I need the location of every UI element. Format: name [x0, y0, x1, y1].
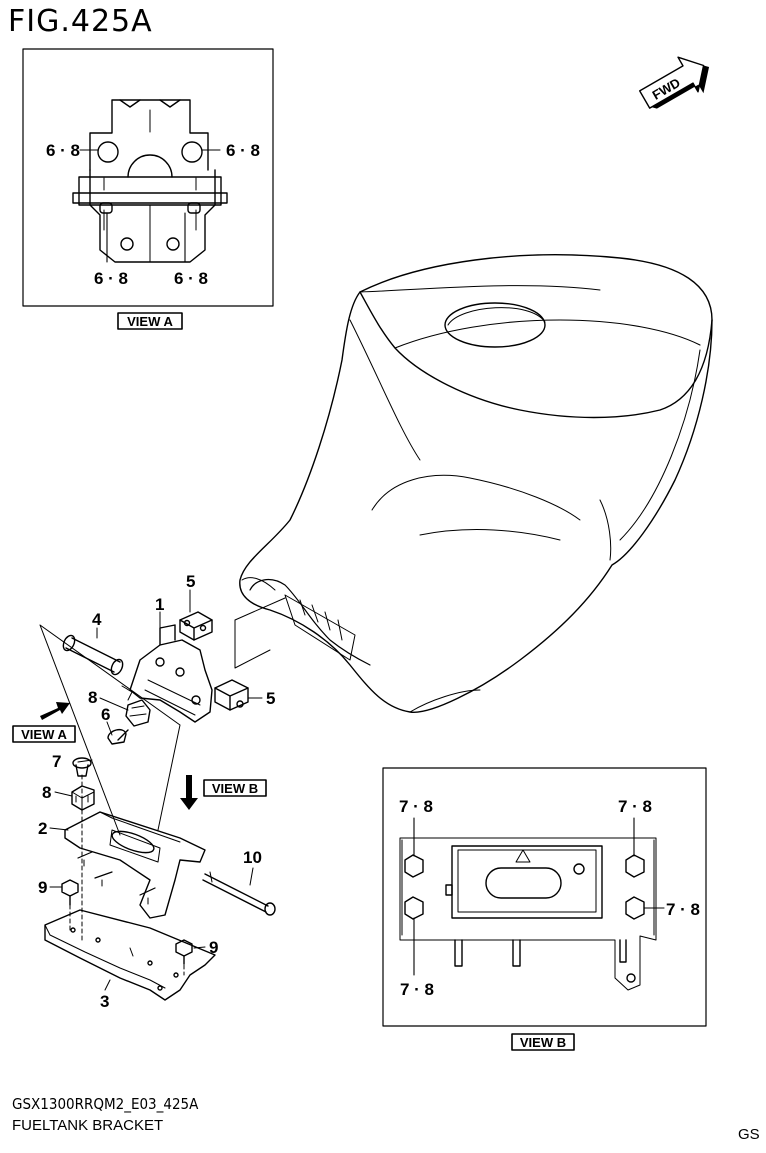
part-9-bolt-left — [61, 879, 79, 906]
view-a-callout-tr: 6 · 8 — [226, 141, 260, 160]
view-b-panel — [382, 767, 707, 1027]
figure-name: FUELTANK BRACKET — [12, 1117, 164, 1134]
view-b-callout-bl: 7 · 8 — [400, 980, 434, 999]
part-2-base-bracket — [64, 811, 206, 919]
part-label-3: 3 — [100, 992, 109, 1011]
view-a-arrow-icon — [40, 702, 70, 720]
view-a-callout-tl: 6 · 8 — [46, 141, 80, 160]
view-b-callout-r: 7 · 8 — [666, 900, 700, 919]
part-5-cushion-top — [179, 611, 213, 641]
part-label-7: 7 — [52, 752, 61, 771]
view-b-arrow-label: VIEW B — [203, 779, 267, 797]
part-label-4: 4 — [92, 610, 102, 629]
svg-text:VIEW A: VIEW A — [127, 314, 173, 329]
part-label-8b: 8 — [42, 783, 51, 802]
view-a-panel — [22, 48, 274, 307]
part-label-9a: 9 — [38, 878, 47, 897]
svg-text:VIEW B: VIEW B — [212, 781, 258, 796]
view-b-callout-tl: 7 · 8 — [399, 797, 433, 816]
part-label-1: 1 — [155, 595, 164, 614]
part-9-bolt-right — [175, 939, 193, 965]
view-a-box-label: VIEW A — [117, 312, 183, 330]
region-code: GS — [738, 1126, 760, 1143]
view-a-arrow-label: VIEW A — [12, 725, 76, 743]
figure-title: FIG.425A — [8, 4, 153, 39]
part-10-long-bolt — [202, 871, 276, 916]
part-5-cushion-side — [214, 679, 249, 711]
view-b-callout-tr: 7 · 8 — [618, 797, 652, 816]
fuel-tank — [239, 254, 713, 713]
fwd-arrow-icon: FWD — [638, 56, 710, 109]
part-label-10: 10 — [243, 848, 262, 867]
part-label-6: 6 — [101, 705, 110, 724]
svg-text:VIEW B: VIEW B — [520, 1035, 566, 1050]
view-b-arrow-icon — [180, 775, 198, 810]
part-label-5a: 5 — [186, 572, 195, 591]
part-3-lower-plate — [44, 909, 216, 1001]
part-label-5b: 5 — [266, 689, 275, 708]
part-4-sleeve — [62, 634, 124, 676]
svg-text:VIEW A: VIEW A — [21, 727, 67, 742]
figure-code: GSX1300RRQM2_E03_425A — [12, 1095, 199, 1113]
view-b-box-label: VIEW B — [511, 1033, 575, 1051]
part-6-bolt — [107, 728, 129, 745]
part-label-2: 2 — [38, 819, 47, 838]
part-label-9b: 9 — [209, 938, 218, 957]
part-label-8a: 8 — [88, 688, 97, 707]
view-a-callout-bl: 6 · 8 — [94, 269, 128, 288]
view-a-callout-br: 6 · 8 — [174, 269, 208, 288]
part-8-grommet-lower — [71, 785, 95, 811]
part-8-grommet-upper — [125, 699, 151, 727]
